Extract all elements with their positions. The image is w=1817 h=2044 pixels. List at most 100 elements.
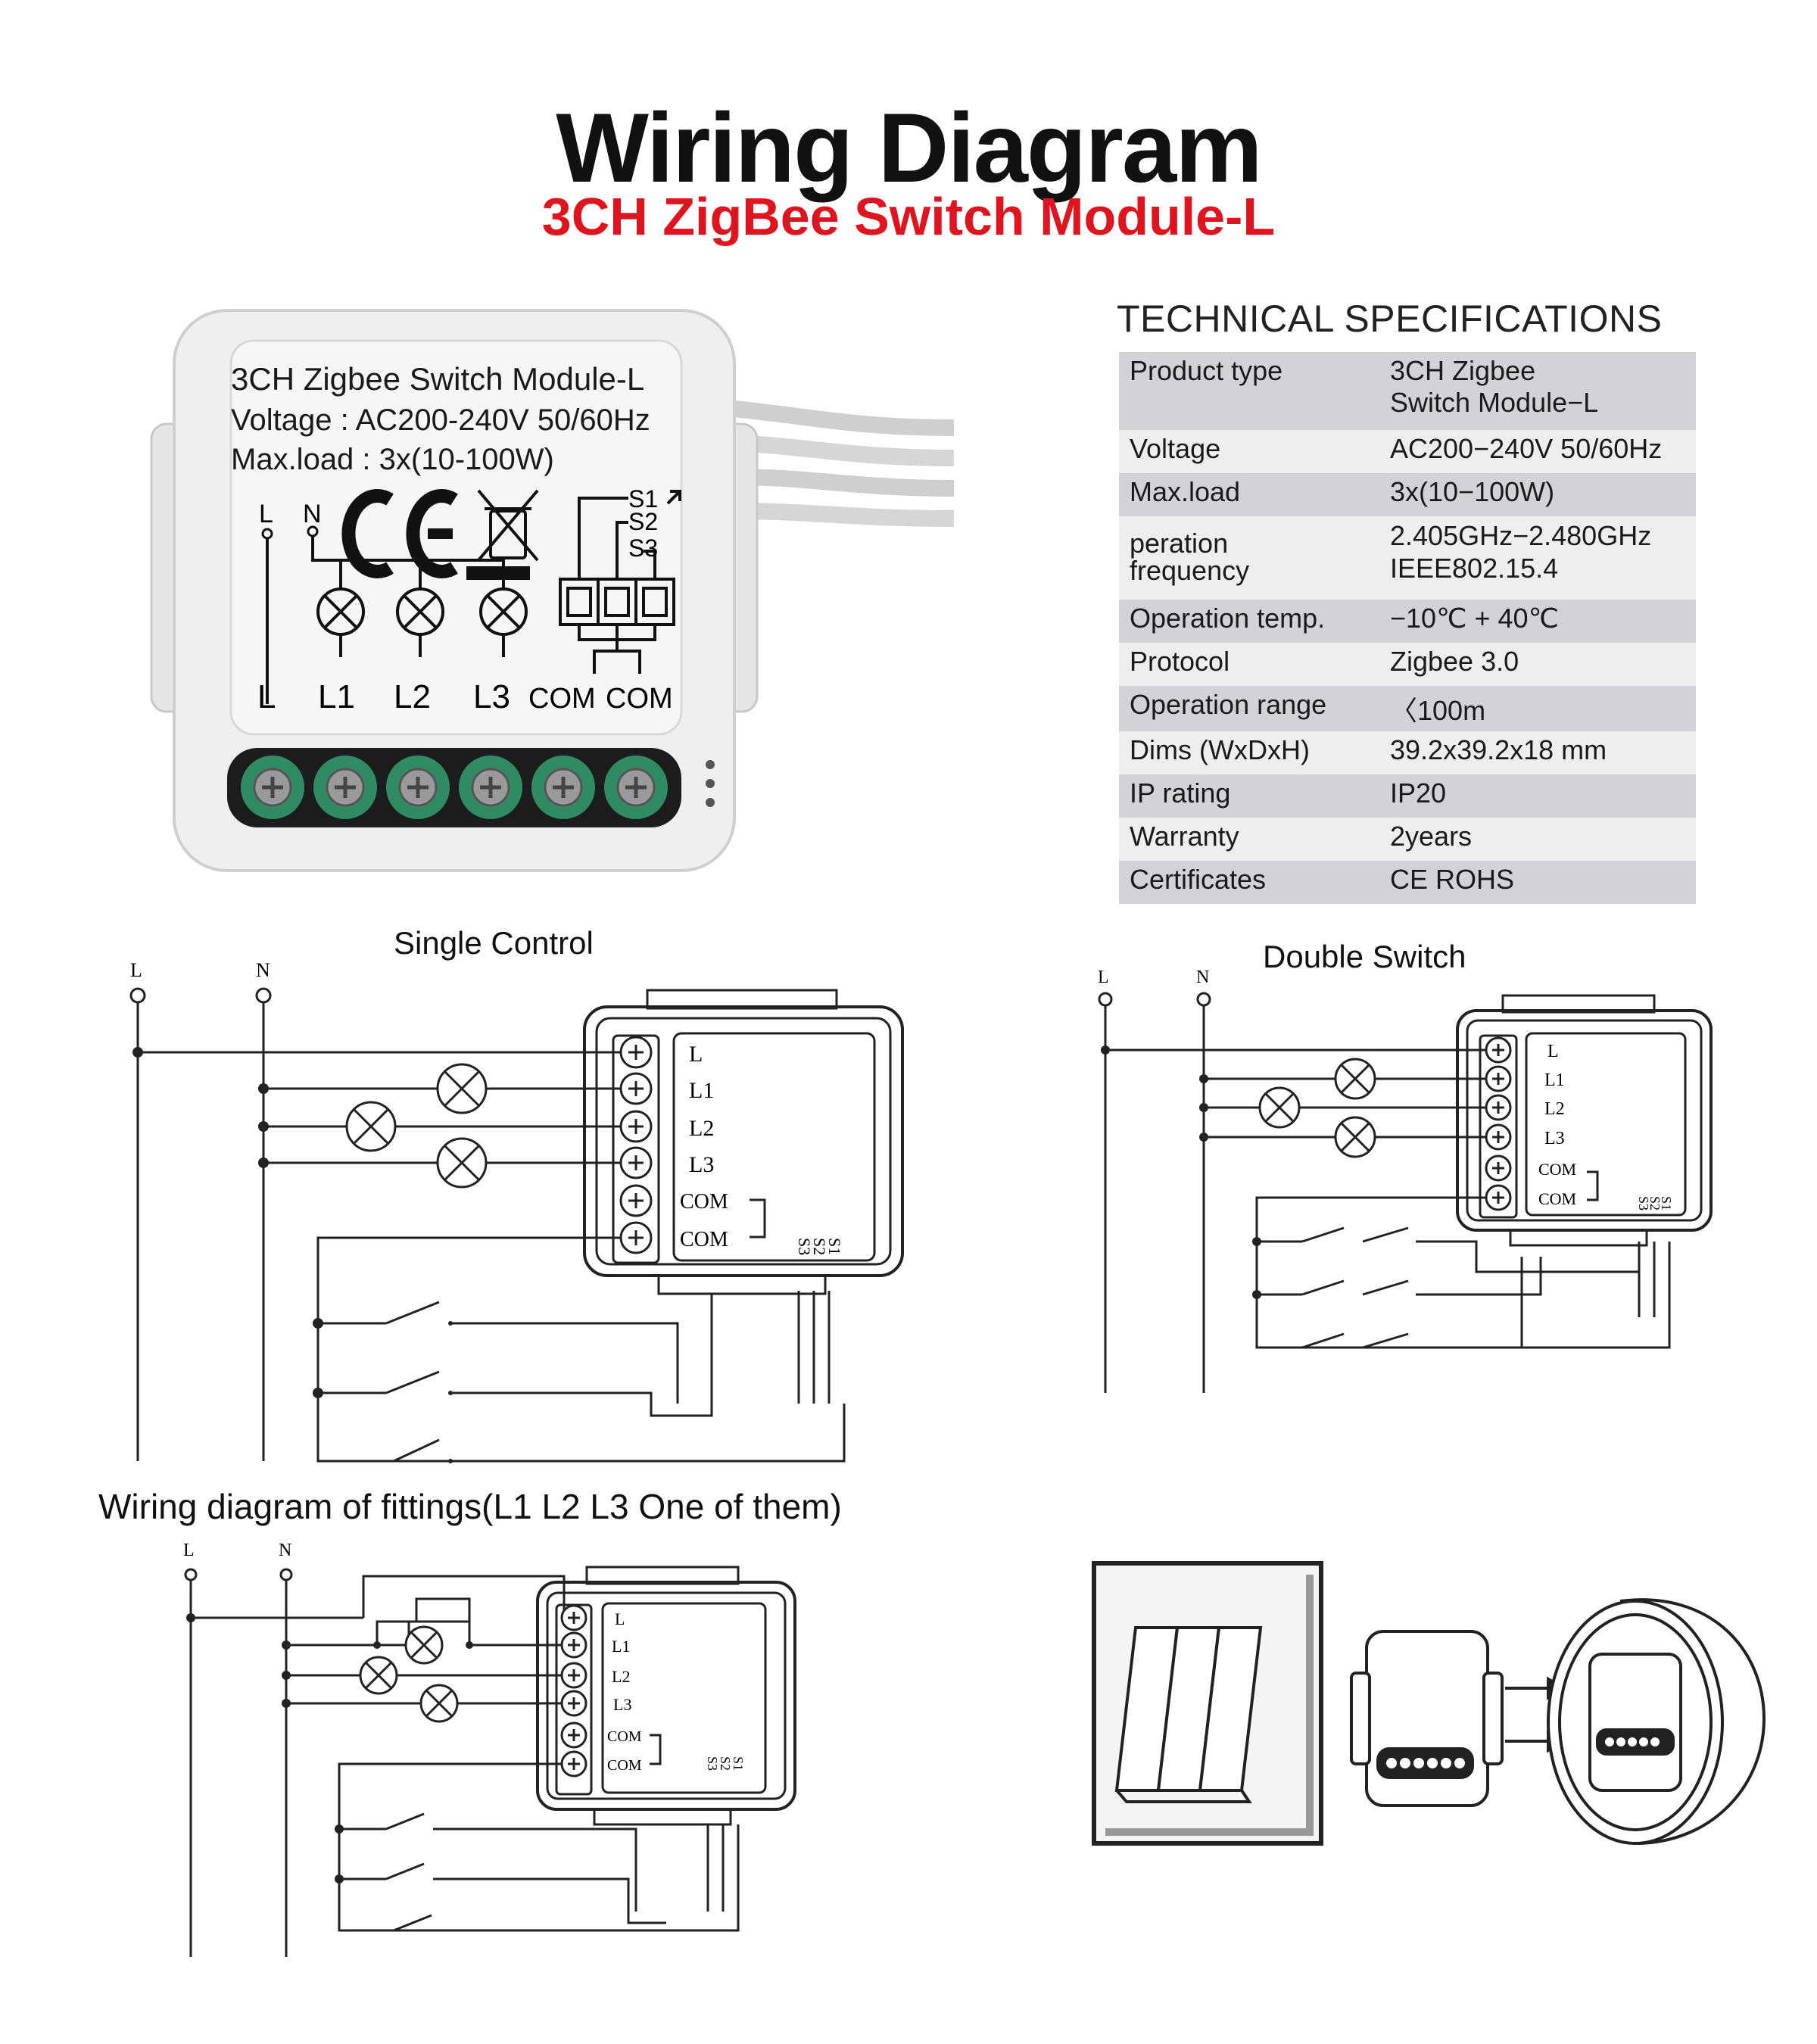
fittings-caption: Wiring diagram of fittings(L1 L2 L3 One … xyxy=(98,1487,842,1526)
spec-value: 2years xyxy=(1390,821,1473,852)
double-line-N: N xyxy=(1196,967,1209,987)
photo-label-line2: Voltage : AC200-240V 50/60Hz xyxy=(231,404,650,437)
spec-value: IP20 xyxy=(1390,777,1447,809)
terminal-L-icon xyxy=(129,987,146,1004)
terminal-L-icon xyxy=(184,1568,198,1581)
fittings-term-L: L xyxy=(615,1609,625,1628)
spec-label: Protocol xyxy=(1130,646,1230,677)
photo-mark-N: N xyxy=(303,500,322,528)
single-term-L1: L1 xyxy=(689,1078,714,1103)
module-icon xyxy=(1350,1630,1504,1807)
weee-bin-icon xyxy=(466,489,539,580)
module-screw-icons xyxy=(560,1604,587,1778)
product-photo: 3CH Zigbee Switch Module-L Voltage : AC2… xyxy=(150,309,954,872)
spec-label: Certificates xyxy=(1130,864,1267,895)
ce-mark-icon xyxy=(341,489,458,578)
spec-label: peration frequency xyxy=(1130,528,1250,586)
spec-label: Warranty xyxy=(1130,821,1239,852)
single-switch-s2: S2 xyxy=(810,1238,829,1255)
fittings-line-L: L xyxy=(183,1541,195,1560)
spec-row: peration frequency 2.405GHz−2.480GHz IEE… xyxy=(1119,516,1696,600)
double-term-com2: COM xyxy=(1538,1189,1576,1208)
single-term-L: L xyxy=(689,1042,703,1067)
spec-value: 3CH Zigbee Switch Module−L xyxy=(1390,355,1599,418)
single-switch-s1: S1 xyxy=(825,1238,844,1255)
double-term-L2: L2 xyxy=(1544,1099,1565,1119)
photo-mark-L: L xyxy=(259,500,273,528)
spec-value: AC200−240V 50/60Hz xyxy=(1390,433,1663,464)
label-panel xyxy=(229,339,683,736)
double-term-L: L xyxy=(1547,1042,1559,1061)
fittings-diagram: L N L L1 L2 L3 COM COM S3 S2 S1 xyxy=(183,1541,796,1957)
fittings-term-L1: L1 xyxy=(612,1637,630,1656)
single-control-diagram: L N L L1 L2 L3 COM COM S3 S2 S1 xyxy=(129,959,904,1463)
photo-s2: S2 xyxy=(628,508,658,535)
spec-label: Max.load xyxy=(1130,476,1241,507)
photo-s3: S3 xyxy=(628,534,658,562)
double-term-L3: L3 xyxy=(1544,1129,1565,1148)
photo-label-line1: 3CH Zigbee Switch Module-L xyxy=(231,361,644,397)
spec-value: −10℃ + 40℃ xyxy=(1390,603,1559,634)
spec-row: Voltage AC200−240V 50/60Hz xyxy=(1119,430,1696,473)
spec-label: IP rating xyxy=(1130,777,1231,809)
single-term-com1: COM xyxy=(680,1190,728,1214)
spec-label: Voltage xyxy=(1130,433,1221,464)
double-term-L1: L1 xyxy=(1544,1070,1565,1090)
single-term-com2: COM xyxy=(680,1228,728,1251)
fittings-term-L2: L2 xyxy=(612,1667,630,1686)
page-title: Wiring Diagram xyxy=(556,92,1263,203)
photo-switch-symbol xyxy=(559,490,681,674)
spec-row: IP rating IP20 xyxy=(1119,774,1696,818)
photo-bottom-L2: L2 xyxy=(394,678,431,715)
terminal-screws xyxy=(241,756,668,819)
fittings-switch-s2: S2 xyxy=(718,1756,733,1771)
photo-bottom-L1: L1 xyxy=(318,678,355,715)
terminal-N-icon xyxy=(1196,992,1211,1007)
single-term-L2: L2 xyxy=(689,1116,714,1141)
single-control-caption: Single Control xyxy=(394,925,594,961)
double-line-L: L xyxy=(1098,967,1109,987)
module-screw-icons xyxy=(619,1036,653,1254)
spec-value: 2.405GHz−2.480GHz IEEE802.15.4 xyxy=(1390,520,1652,584)
lead-wires xyxy=(733,400,954,527)
spec-value: 3x(10−100W) xyxy=(1390,476,1555,507)
module-screw-icons xyxy=(1485,1036,1512,1211)
spec-row: Dims (WxDxH) 39.2x39.2x18 mm xyxy=(1119,731,1696,774)
single-switch-s3: S3 xyxy=(795,1238,814,1255)
photo-bottom-L: L xyxy=(257,678,276,715)
single-line-L: L xyxy=(130,959,142,981)
double-switch-caption: Double Switch xyxy=(1263,939,1466,974)
fittings-switch-s1: S1 xyxy=(731,1756,746,1771)
fittings-switch-s3: S3 xyxy=(705,1756,720,1771)
photo-label-line3: Max.load : 3x(10-100W) xyxy=(231,443,554,476)
lamp-icons xyxy=(359,1625,459,1723)
spec-row: Warranty 2years xyxy=(1119,818,1696,861)
spec-row: Max.load 3x(10−100W) xyxy=(1119,473,1696,516)
spec-label: Operation range xyxy=(1130,689,1327,720)
photo-com1: COM xyxy=(528,683,596,715)
spec-label: Operation temp. xyxy=(1130,603,1326,634)
double-switch-s2: S2 xyxy=(1647,1196,1663,1211)
double-switch-diagram: L N L L1 L2 L3 COM COM S3 S2 S1 xyxy=(1098,967,1713,1393)
lamp-icons xyxy=(1258,1058,1376,1158)
terminal-L-icon xyxy=(1098,992,1113,1007)
fittings-term-L3: L3 xyxy=(613,1695,631,1714)
double-switch-s1: S1 xyxy=(1659,1196,1674,1211)
photo-com2: COM xyxy=(606,683,673,715)
spec-row: Operation temp. −10℃ + 40℃ xyxy=(1119,600,1696,643)
fittings-line-N: N xyxy=(279,1541,291,1560)
photo-lamp-icons xyxy=(316,587,528,636)
spec-row: Product type 3CH Zigbee Switch Module−L xyxy=(1119,352,1696,430)
terminal-N-icon xyxy=(279,1568,293,1581)
spec-row: Certificates CE ROHS xyxy=(1119,861,1696,904)
spec-table: Product type 3CH Zigbee Switch Module−L … xyxy=(1119,352,1696,904)
terminal-N-icon xyxy=(255,987,272,1004)
spec-row: Operation range 〈100m xyxy=(1119,686,1696,731)
spec-heading: TECHNICAL SPECIFICATIONS xyxy=(1117,298,1663,340)
spec-label: Product type xyxy=(1130,355,1283,386)
installation-illustration xyxy=(1092,1561,1766,1846)
fittings-term-com2: COM xyxy=(607,1757,642,1774)
wall-switch-icon xyxy=(1092,1561,1323,1846)
spec-value: Zigbee 3.0 xyxy=(1390,646,1519,677)
lamp-icons xyxy=(345,1063,488,1189)
